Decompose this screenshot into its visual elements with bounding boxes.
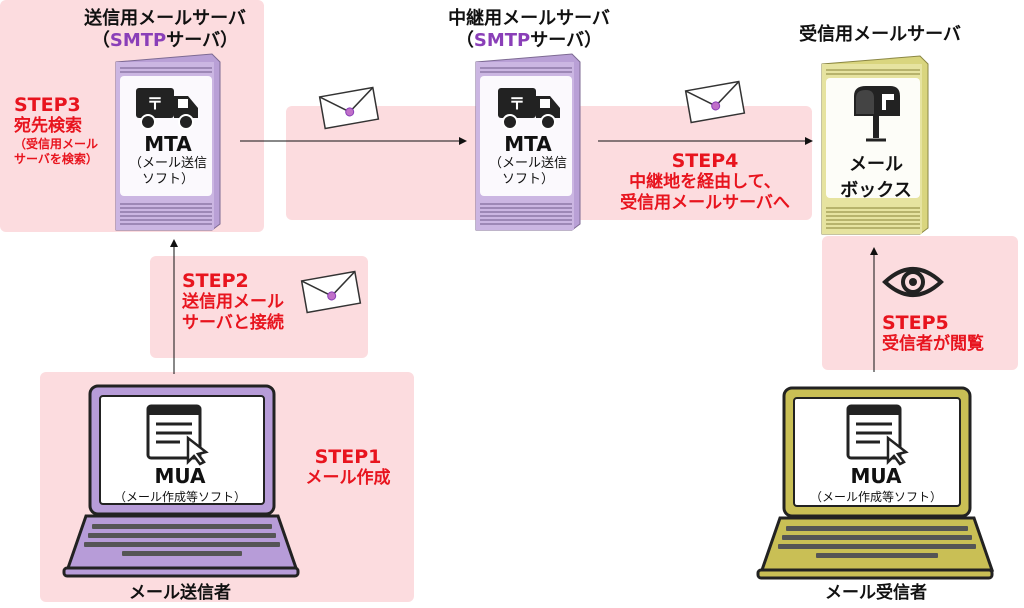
step5-label: STEP5 (882, 312, 949, 334)
step4-line-2: 受信用メールサーバへ (620, 193, 790, 213)
step2-text: STEP2 送信用メール サーバと接続 (182, 270, 302, 334)
step3-title: 宛先検索 (14, 116, 82, 136)
step1-title: メール作成 (305, 468, 391, 488)
sender-caption: メール送信者 (129, 583, 231, 603)
mailbox-label-2: ボックス (840, 180, 912, 201)
step5-text: STEP5 受信者が閲覧 (882, 312, 1012, 355)
receiver-caption: メール受信者 (825, 583, 927, 603)
step2-line-2: サーバと接続 (182, 313, 284, 333)
envelope-icon-1 (318, 86, 380, 130)
mailbox-icon (854, 86, 900, 142)
step4-text: STEP4 中継地を経由して、 受信用メールサーバへ (600, 150, 810, 214)
receiver-mua-label: MUA （メール作成等ソフト） (796, 464, 956, 505)
step1-text: STEP1 メール作成 (298, 446, 398, 489)
relay-mta-desc-1: （メール送信 (488, 156, 567, 171)
sender-server-title: 送信用メールサーバ （SMTPサーバ） (60, 8, 270, 52)
relay-server-protocol: （SMTPサーバ） (455, 30, 603, 51)
sender-server-protocol: （SMTPサーバ） (91, 30, 239, 51)
step3-label: STEP3 (14, 94, 81, 116)
step4-line-1: 中継地を経由して、 (629, 172, 781, 192)
sender-truck-icon: 〒 (136, 88, 198, 130)
step1-label: STEP1 (314, 446, 382, 468)
sender-mua-title: MUA (154, 464, 206, 488)
step2-line-1: 送信用メール (182, 292, 284, 312)
envelope-icon-2 (684, 80, 746, 124)
relay-server-title: 中継用メールサーバ （SMTPサーバ） (424, 8, 634, 52)
sender-mta-desc-1: （メール送信 (128, 156, 207, 171)
step4-label: STEP4 (671, 150, 739, 172)
mailbox-label: メール ボックス (826, 150, 926, 202)
step2-label: STEP2 (182, 270, 249, 292)
envelope-icon-3 (300, 270, 362, 314)
receiver-mua-title: MUA (850, 464, 902, 488)
relay-mta-title: MTA (504, 132, 552, 156)
sender-mua-label: MUA （メール作成等ソフト） (100, 464, 260, 505)
step3-note-2: サーバを検索） (14, 152, 98, 166)
relay-mta-desc-2: ソフト） (501, 172, 554, 187)
sender-mta-title: MTA (144, 132, 192, 156)
sender-server-name: 送信用メールサーバ (84, 8, 246, 29)
eye-icon (882, 267, 944, 297)
sender-mta-desc-2: ソフト） (141, 172, 194, 187)
step3-note-1: （受信用メール (14, 137, 99, 151)
sender-document-cursor-icon (146, 404, 209, 466)
receiver-server-name: 受信用メールサーバ (799, 24, 961, 45)
receiver-document-cursor-icon (846, 404, 909, 466)
svg-text:〒: 〒 (509, 94, 525, 113)
receiver-mua-desc: （メール作成等ソフト） (809, 490, 942, 504)
receiver-server-title: 受信用メールサーバ (775, 24, 985, 46)
sender-mta-label: MTA （メール送信 ソフト） (118, 132, 218, 188)
relay-truck-icon: 〒 (498, 88, 560, 130)
mailbox-label-1: メール (849, 154, 903, 175)
sender-mua-desc: （メール作成等ソフト） (113, 490, 246, 504)
relay-mta-label: MTA （メール送信 ソフト） (478, 132, 578, 188)
svg-text:〒: 〒 (147, 94, 163, 113)
relay-server-name: 中継用メールサーバ (448, 8, 610, 29)
step5-title: 受信者が閲覧 (882, 334, 984, 354)
step5-highlight (822, 236, 1018, 370)
step3-text: STEP3 宛先検索 （受信用メール サーバを検索） (14, 94, 154, 167)
